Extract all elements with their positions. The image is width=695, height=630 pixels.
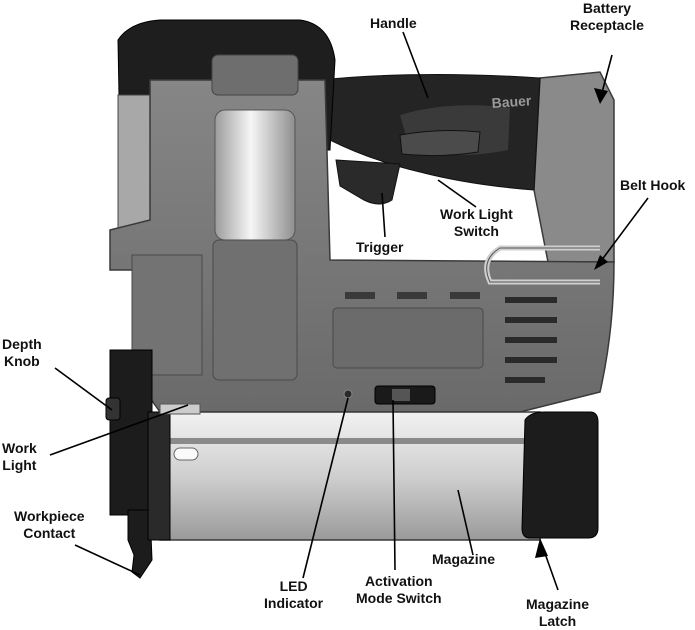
- leader-magazine: [457, 489, 474, 556]
- label-led-indicator: LED Indicator: [264, 578, 324, 611]
- label-trigger: Trigger: [356, 239, 404, 255]
- work-light-switch-part: [399, 130, 481, 157]
- arrowhead-battery: [594, 88, 608, 104]
- label-workpiece-contact: Workpiece Contact: [14, 508, 85, 541]
- leader-depth-knob: [54, 367, 113, 411]
- leader-lines: [49, 31, 649, 591]
- leader-led: [302, 397, 349, 579]
- magazine-part: [159, 411, 541, 541]
- depth-knob-part: [105, 397, 121, 421]
- label-work-light: Work Light: [2, 440, 37, 473]
- leader-trigger: [381, 192, 386, 238]
- brand-mark: Bauer: [491, 92, 532, 111]
- leader-work-light-switch: [437, 179, 477, 208]
- front-panel-lower: [212, 239, 298, 381]
- leader-handle: [402, 31, 429, 99]
- belt-hook-outline: [486, 247, 600, 283]
- label-magazine-latch: Magazine Latch: [526, 596, 590, 629]
- label-battery-receptacle: Battery Receptacle: [570, 0, 644, 33]
- leader-belt-hook: [597, 197, 649, 266]
- work-light-lens: [159, 403, 201, 415]
- label-activation-mode-switch: Activation Mode Switch: [356, 573, 442, 606]
- arrowheads: [535, 88, 608, 558]
- led-indicator-part: [343, 389, 353, 399]
- label-depth-knob: Depth Knob: [2, 336, 42, 369]
- magazine-rail: [160, 438, 540, 444]
- label-work-light-switch: Work Light Switch: [440, 206, 513, 239]
- arrowhead-belt-hook: [594, 255, 608, 270]
- label-handle: Handle: [370, 15, 417, 31]
- nose-housing: [109, 349, 153, 516]
- label-magazine: Magazine: [432, 551, 496, 567]
- leader-workpiece: [74, 544, 141, 576]
- activation-switch-slider: [392, 389, 410, 401]
- side-panel: [332, 307, 484, 369]
- leader-activation: [392, 399, 396, 571]
- magazine-front-cap: [147, 411, 171, 541]
- trigger-part: [335, 159, 401, 205]
- front-rib-top: [211, 54, 299, 96]
- magazine-latch-part: [521, 411, 599, 539]
- vent-slots: [345, 292, 557, 383]
- nailer-tool-illustration: [105, 19, 615, 579]
- work-light-window: [214, 109, 296, 241]
- leader-work-light: [49, 404, 189, 456]
- label-belt-hook: Belt Hook: [620, 177, 686, 193]
- arrowhead-magazine-latch: [535, 538, 548, 558]
- magazine-slot: [173, 447, 199, 461]
